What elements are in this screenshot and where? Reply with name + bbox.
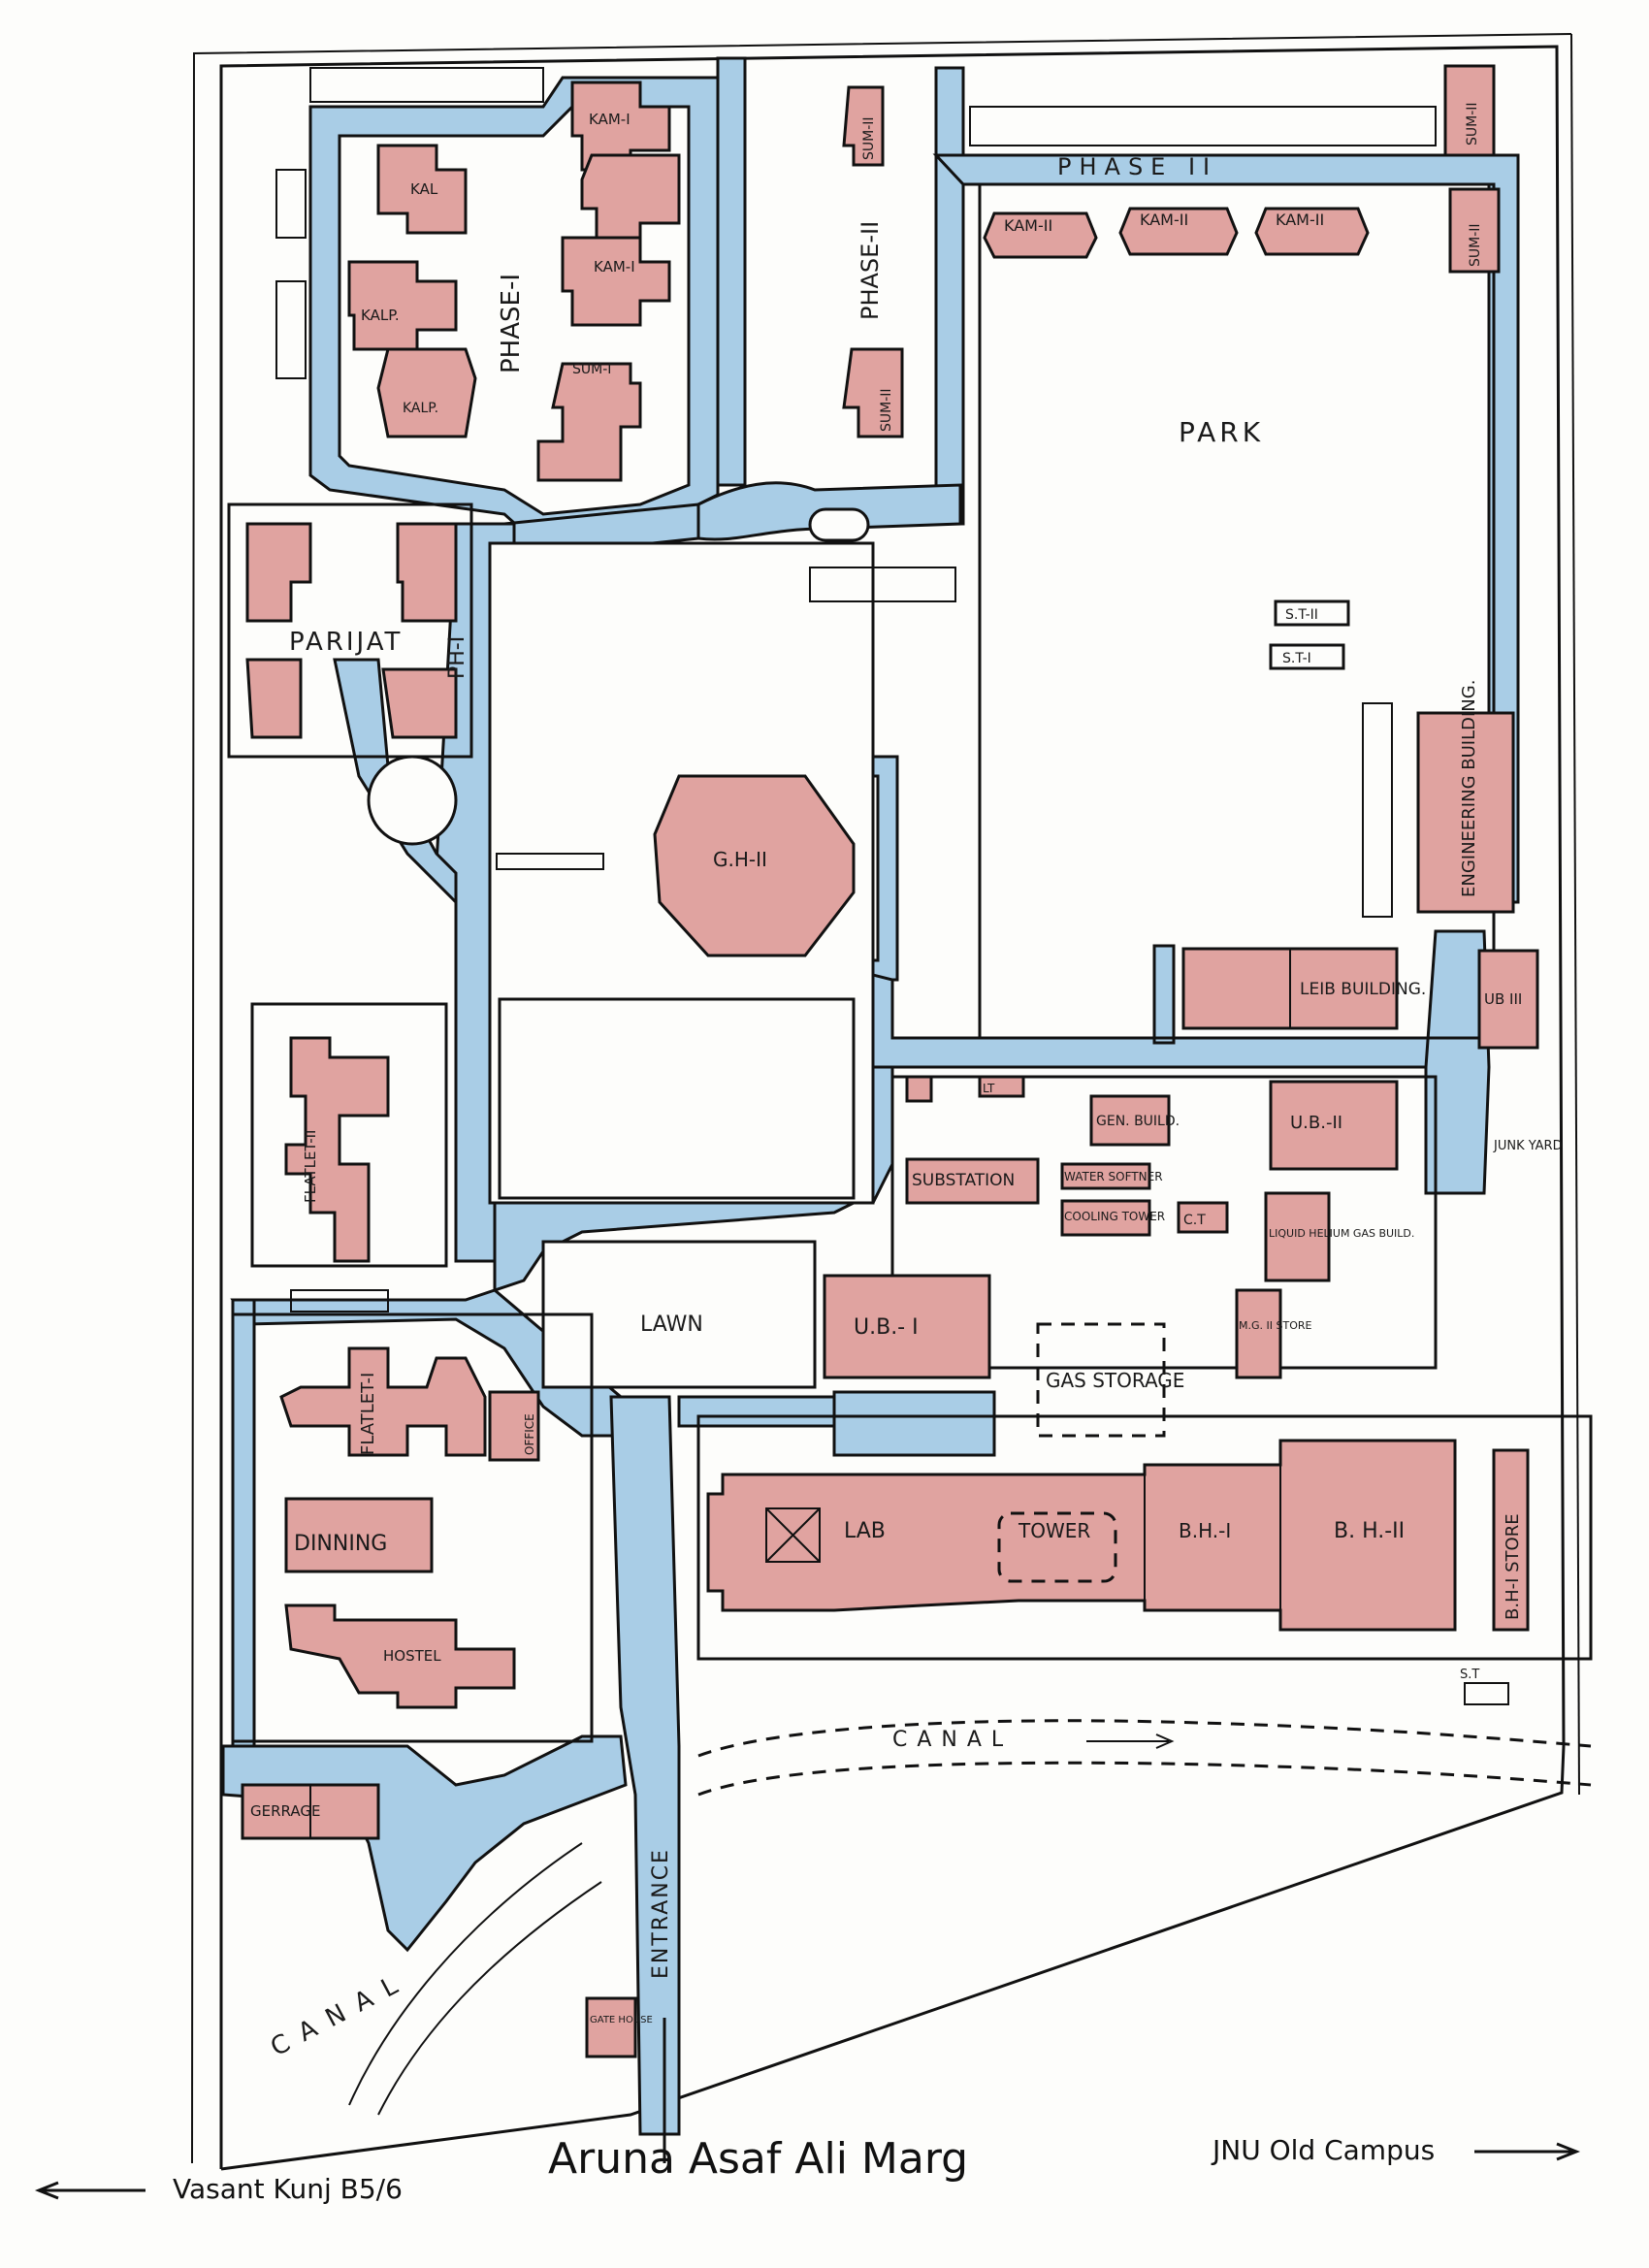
label-kam2-a: KAM-II — [1004, 216, 1052, 235]
label-canal-right: CANAL — [892, 1728, 1013, 1752]
label-park: PARK — [1179, 416, 1264, 448]
label-ct: C.T — [1183, 1213, 1206, 1228]
label-phase2-vertical: PHASE-II — [857, 221, 884, 320]
label-ub1: U.B.- I — [854, 1315, 919, 1340]
label-ub2: U.B.-II — [1290, 1113, 1342, 1133]
label-sum2-b: SUM-II — [879, 388, 894, 432]
label-flatlet2: FLATLET-II — [302, 1130, 319, 1203]
label-liquid-helium: LIQUID HELIUM GAS BUILD. — [1269, 1227, 1414, 1240]
label-sum2-a: SUM-II — [861, 116, 877, 160]
label-ph1: PH-I — [445, 636, 469, 679]
label-kalp-b: KALP. — [403, 401, 438, 416]
label-ub3: UB III — [1484, 990, 1522, 1008]
label-st2: S.T-II — [1285, 607, 1318, 623]
label-lawn: LAWN — [640, 1312, 703, 1337]
label-hostel: HOSTEL — [383, 1647, 441, 1665]
label-st-small: S.T — [1460, 1668, 1479, 1682]
label-parijat: PARIJAT — [289, 628, 403, 657]
label-bh2: B. H.-II — [1334, 1519, 1405, 1543]
label-office: OFFICE — [523, 1413, 536, 1455]
label-junk-yard: JUNK YARD — [1493, 1139, 1563, 1153]
label-sum2-c: SUM-II — [1465, 102, 1480, 146]
parking-strips — [275, 67, 1437, 1312]
label-canal-left: CANAL — [266, 1965, 414, 2063]
label-mg2-store: M.G. II STORE — [1239, 1319, 1311, 1332]
label-gas-storage: GAS STORAGE — [1046, 1369, 1184, 1392]
label-kam1-a: KAM-I — [589, 111, 630, 128]
campus-boundary — [219, 45, 1566, 2171]
label-cooling-tower: COOLING TOWER — [1064, 1210, 1165, 1223]
label-tower: TOWER — [1018, 1519, 1090, 1542]
label-dinning: DINNING — [294, 1532, 387, 1556]
label-phase2-top: PHASE II — [1057, 153, 1217, 180]
left-direction-label: Vasant Kunj B5/6 — [173, 2173, 403, 2205]
buildings — [241, 64, 1539, 2058]
label-entrance: ENTRANCE — [649, 1848, 673, 1979]
label-phase1: PHASE-I — [497, 274, 526, 373]
label-leib: LEIB BUILDING. — [1300, 980, 1426, 999]
label-sum2-d: SUM-II — [1468, 223, 1483, 267]
label-gen-build: GEN. BUILD. — [1096, 1114, 1180, 1129]
label-substation: SUBSTATION — [912, 1171, 1015, 1190]
label-bh1: B.H.-I — [1179, 1519, 1231, 1542]
road-name-label: Aruna Asaf Ali Marg — [548, 2134, 969, 2184]
label-gerrage: GERRAGE — [250, 1802, 320, 1820]
label-engineering: ENGINEERING BUILDING. — [1459, 680, 1479, 897]
label-kal: KAL — [410, 180, 438, 198]
label-gate-house: GATE HOUSE — [590, 2015, 653, 2025]
label-kam2-c: KAM-II — [1276, 211, 1324, 229]
label-kalp-a: KALP. — [361, 307, 400, 324]
label-sum1: SUM-I — [572, 362, 611, 377]
label-flatlet1: FLATLET-I — [358, 1373, 378, 1455]
label-lt: LT — [983, 1082, 995, 1095]
label-water-softner: WATER SOFTNER — [1064, 1170, 1163, 1183]
label-kam1-b: KAM-I — [594, 258, 635, 275]
label-bh1-store: B.H-I STORE — [1503, 1513, 1523, 1620]
label-kam2-b: KAM-II — [1140, 211, 1188, 229]
right-direction-label: JNU Old Campus — [1212, 2134, 1436, 2166]
label-lab: LAB — [844, 1519, 886, 1543]
label-gh2: G.H-II — [713, 848, 767, 871]
label-st1: S.T-I — [1282, 651, 1311, 666]
